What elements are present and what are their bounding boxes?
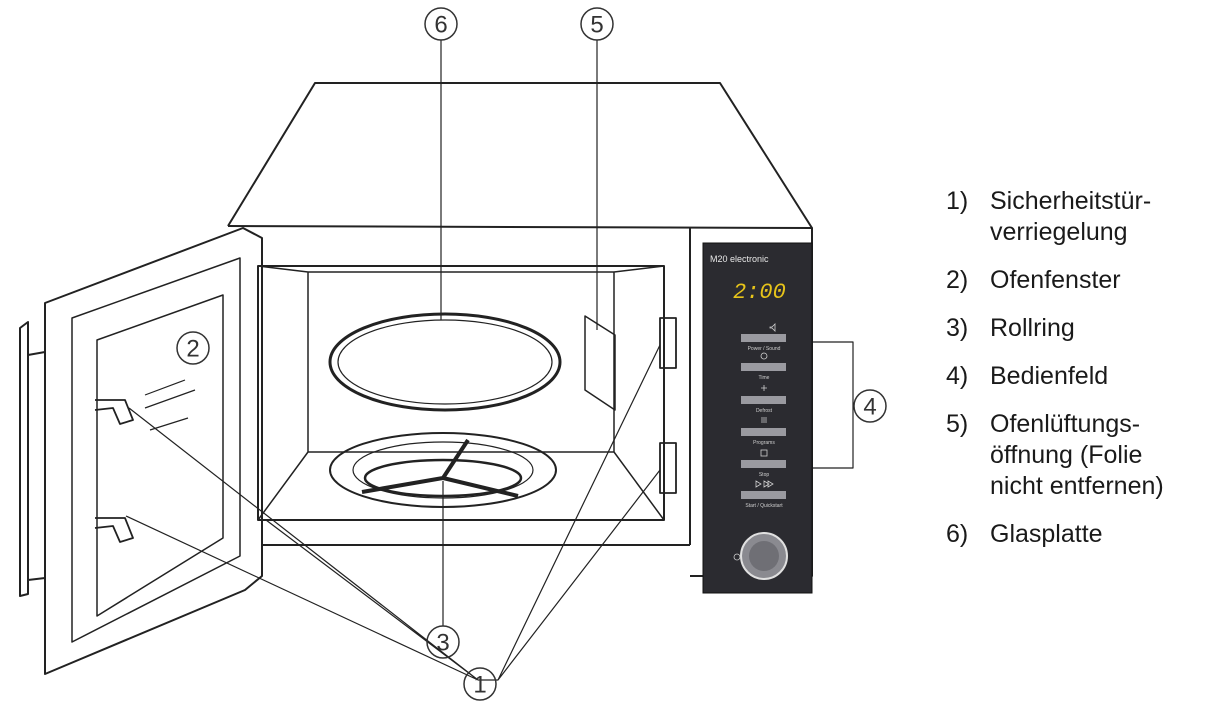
legend-item-door-interlock: 1) Sicherheitstür- verriegelung [946,186,1223,248]
time-label: Time [759,375,770,381]
oven-cavity [257,265,665,521]
legend-item-oven-window: 2) Ofenfenster [946,265,1223,296]
list-icon [761,417,767,423]
callout-5: 5 [590,12,603,39]
legend-number: 2) [946,266,969,294]
legend-text: Ofenfenster [990,266,1121,294]
oven-vent [584,315,616,411]
leader-1 [125,344,661,681]
defrost-button[interactable] [741,396,786,404]
glass-plate-inner [337,319,553,405]
cabinet-top [227,82,813,229]
stop-icon [760,449,768,457]
roller-ring-spokes [361,438,519,498]
window-reflection [144,379,196,431]
legend-item-glass-plate: 6) Glasplatte [946,519,1223,550]
leader-4 [812,341,854,469]
legend-number: 4) [946,362,969,390]
start-quickstart-button[interactable] [741,491,786,499]
callout-4: 4 [863,394,876,421]
callout-numbers: 6 5 4 3 2 1 [186,12,876,699]
defrost-label: Defrost [756,408,773,414]
power-sound-button[interactable] [741,334,786,342]
door-hook-upper [94,399,134,425]
door-inner-frame [71,257,241,643]
legend-text: Glasplatte [990,520,1103,548]
legend-item-roller-ring: 3) Rollring [946,313,1223,344]
callout-3-circle [426,625,460,659]
legend-list: 1) Sicherheitstür- verriegelung 2) Ofenfen… [946,186,1223,567]
cavity-perspective [257,265,665,521]
legend-text: Rollring [990,314,1075,342]
legend-text: Ofenlüftungs- öffnung (Folie nicht entfe… [990,410,1164,500]
callout-markers [176,7,887,701]
legend-item-vent-opening: 5) Ofenlüftungs- öffnung (Folie nicht ent… [946,409,1223,502]
door-handle [19,321,46,597]
legend-number: 3) [946,314,969,342]
door-latch-lower [659,442,677,494]
legend-number: 1) [946,187,969,215]
callout-1-circle [463,667,497,701]
legend-item-control-panel: 4) Bedienfeld [946,361,1223,392]
play-icon [755,480,774,488]
legend-number: 6) [946,520,969,548]
control-panel: M20 electronic 2:00 Power / Sound Time D… [702,242,813,594]
speaker-icon [769,323,776,332]
power-icon [733,553,741,561]
clock-icon [760,352,768,360]
stop-button[interactable] [741,460,786,468]
door-frame [44,227,263,675]
door-hook-lower [94,517,134,543]
callout-2: 2 [186,336,199,363]
callout-6-circle [424,7,458,41]
programs-button[interactable] [741,428,786,436]
start-quickstart-label: Start / Quickstart [745,503,783,509]
panel-buttons: Power / Sound Time Defrost Programs Stop… [741,334,786,509]
programs-label: Programs [753,440,775,446]
callout-4-circle [853,389,887,423]
callout-2-circle [176,331,210,365]
snowflake-icon [761,385,767,391]
callout-6: 6 [434,12,447,39]
callout-1: 1 [473,672,486,699]
legend-text: Bedienfeld [990,362,1109,390]
panel-icons [733,323,776,561]
callout-3: 3 [436,630,449,657]
rotary-knob-center [749,541,779,571]
time-button[interactable] [741,363,786,371]
oven-window [96,294,224,617]
power-sound-label: Power / Sound [748,346,781,352]
panel-display: 2:00 [733,280,786,305]
legend-number: 5) [946,410,969,438]
panel-brand: M20 electronic [710,254,769,264]
callout-5-circle [580,7,614,41]
glass-plate [328,312,562,412]
door-latch-upper [659,317,677,369]
legend-text: Sicherheitstür- verriegelung [990,187,1152,246]
stop-label: Stop [759,472,770,478]
